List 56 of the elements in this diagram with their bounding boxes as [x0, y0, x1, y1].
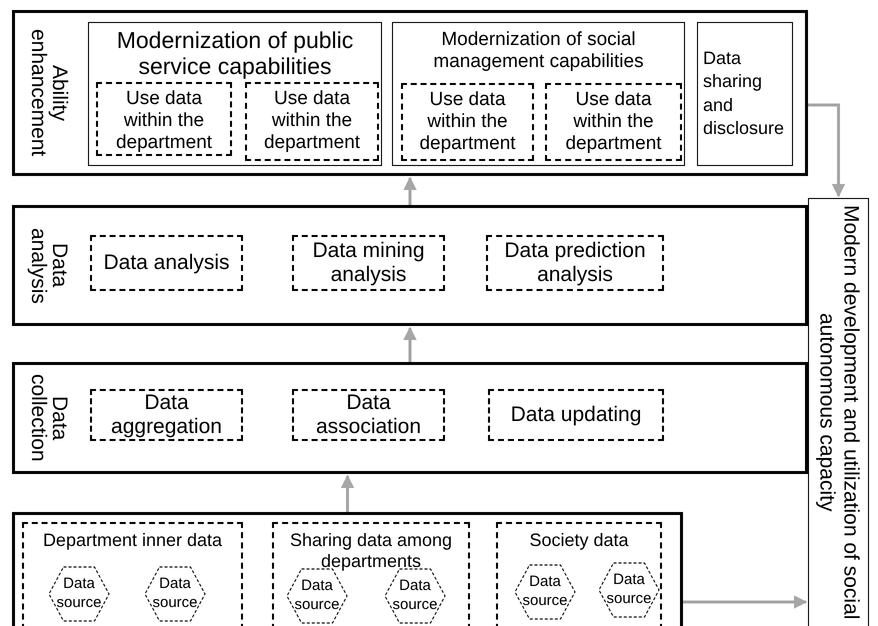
dashed-box: [401, 83, 534, 161]
layer-title: Data analysis: [28, 226, 70, 306]
dashed-box: [245, 82, 379, 161]
layer-title: Data collection: [28, 373, 70, 464]
box-label: Data updating: [510, 402, 642, 428]
box-label: Data association: [314, 390, 422, 440]
group-box: [392, 22, 685, 166]
process-box: [697, 22, 793, 166]
box-label: Use data within the department: [565, 89, 662, 154]
dashed-box: [90, 235, 243, 291]
dashed-group-box: [496, 522, 662, 626]
arrow: [403, 176, 417, 205]
dashed-group-box: [272, 522, 470, 626]
layer-title: Ability enhancement: [28, 28, 70, 159]
box-label: Data prediction analysis: [503, 238, 647, 288]
dashed-box: [486, 235, 664, 291]
group-heading: Modernization of social management capabilities: [433, 29, 644, 72]
box-label: Data aggregation: [110, 390, 223, 440]
dashed-box: [545, 83, 682, 161]
hexagon: [514, 564, 576, 620]
hexagon-label: Data source: [521, 573, 569, 611]
box-label: Data sharing and disclosure: [703, 48, 784, 138]
hexagon-label: Data source: [391, 577, 439, 615]
hexagon: [48, 566, 110, 622]
arrow: [340, 474, 354, 512]
layer-box: [12, 10, 808, 176]
dashed-group-box: [22, 522, 243, 626]
group-heading: Modernization of public service capabilities: [116, 27, 354, 80]
process-box: [808, 198, 869, 626]
arrow: [403, 326, 417, 362]
box-label: Use data within the department: [116, 88, 212, 153]
layer-box: [12, 512, 683, 626]
box-label: Use data within the department: [264, 88, 360, 153]
hexagon-label: Data source: [151, 575, 199, 613]
arrow: [808, 104, 846, 198]
layer-box: [12, 205, 808, 326]
hexagon: [144, 566, 206, 622]
layer-box: [12, 362, 808, 474]
hexagon: [598, 562, 660, 618]
box-label: Data analysis: [103, 250, 230, 276]
group-heading: Department inner data: [42, 530, 222, 550]
dashed-box: [488, 389, 664, 441]
hexagon-label: Data source: [55, 575, 103, 613]
arrow: [683, 595, 808, 609]
group-heading: Sharing data among departments: [290, 530, 452, 571]
dashed-box: [292, 389, 445, 441]
box-label: Use data within the department: [419, 89, 516, 154]
box-label: Modern development and utilization of social autonomous capacity: [814, 204, 863, 622]
group-heading: Society data: [529, 530, 629, 550]
hexagon-label: Data source: [293, 577, 341, 615]
box-label: Data mining analysis: [311, 238, 426, 288]
dashed-box: [90, 389, 243, 441]
dashed-box: [292, 235, 445, 291]
dashed-box: [96, 82, 232, 156]
hexagon-label: Data source: [605, 571, 653, 609]
group-box: [88, 22, 382, 166]
